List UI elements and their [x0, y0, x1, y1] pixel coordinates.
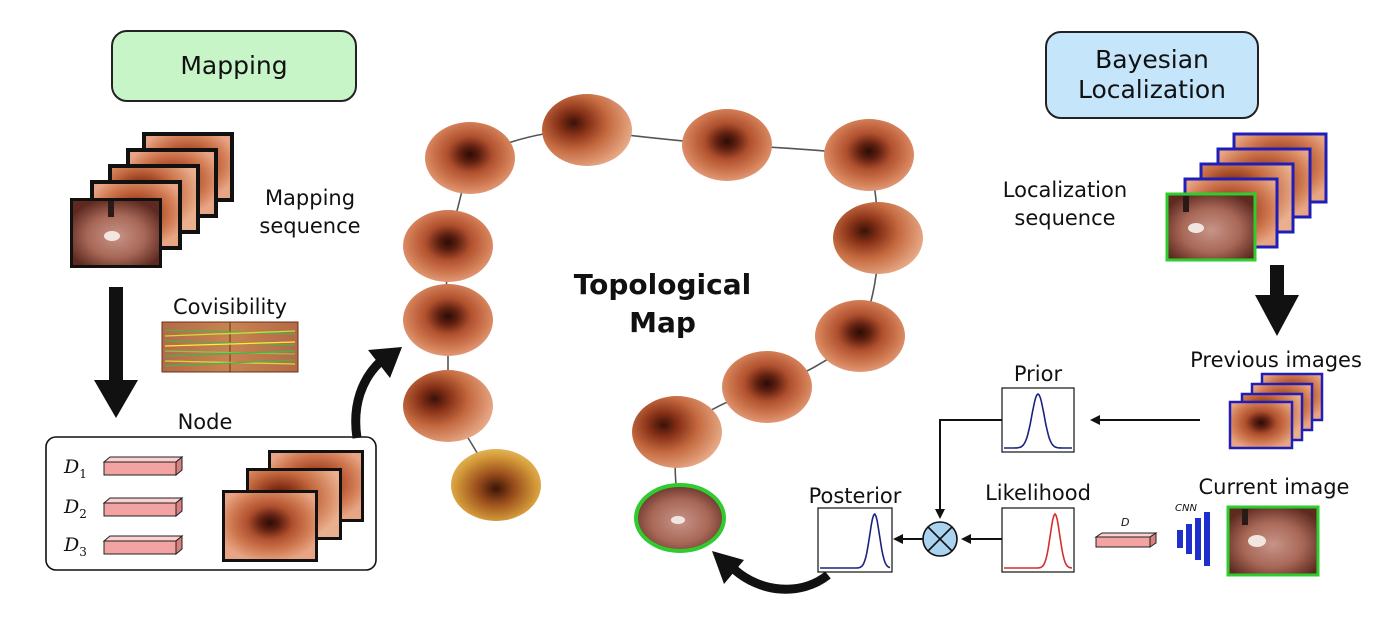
descriptor-label-3: D3 — [64, 534, 87, 559]
mapping-down-arrow — [94, 287, 138, 418]
map-nodes — [403, 94, 923, 553]
prior-curve — [1004, 392, 1072, 449]
map-node-8 — [632, 396, 722, 468]
current-image — [1226, 505, 1320, 577]
map-node-2 — [542, 94, 632, 166]
posterior-label: Posterior — [808, 484, 902, 508]
localization-down-arrow — [1255, 265, 1299, 336]
localization-descriptor-bar — [1094, 532, 1158, 548]
likelihood-label: Likelihood — [985, 481, 1091, 505]
map-node-1 — [425, 122, 515, 194]
localization-title-line1: Bayesian — [1095, 44, 1209, 74]
map-node-10 — [403, 284, 493, 356]
map-node-3 — [682, 109, 772, 181]
current-image-label: Current image — [1198, 475, 1350, 499]
map-node-12 — [451, 449, 541, 521]
likelihood-curve — [1004, 512, 1073, 569]
localization-descriptor-label: D — [1121, 516, 1130, 529]
map-node-9 — [403, 210, 493, 282]
map-node-current — [634, 483, 726, 553]
posterior-curve — [820, 512, 891, 569]
descriptor-bar-2 — [102, 496, 184, 518]
descriptor-bar-3 — [102, 534, 184, 556]
mapping-title-box: Mapping — [111, 30, 357, 102]
node-to-map-arrow — [351, 347, 402, 439]
likelihood-plot — [1001, 507, 1075, 573]
descriptor-bars — [102, 455, 184, 556]
localization-title-line2: Localization — [1077, 75, 1227, 104]
multiply-node — [922, 521, 958, 557]
descriptor-label-1: D1 — [64, 456, 87, 481]
map-node-4 — [824, 119, 914, 191]
prior-plot — [1001, 387, 1075, 453]
map-node-5 — [833, 202, 923, 274]
cnn-icon — [1177, 512, 1210, 566]
mapping-sequence-label: Mapping sequence — [259, 186, 361, 239]
previous-images-label: Previous images — [1190, 348, 1362, 372]
mapping-sequence-stack — [70, 132, 234, 268]
covisibility-label: Covisibility — [172, 295, 288, 319]
topological-map-title: Topological Map — [573, 268, 752, 339]
mapping-title: Mapping — [180, 50, 288, 80]
node-image-stack — [222, 450, 364, 562]
localization-sequence-label: Localization sequence — [1002, 178, 1128, 231]
map-node-11 — [403, 370, 493, 442]
descriptor-label-2: D2 — [64, 496, 87, 521]
localization-sequence-stack — [1165, 132, 1328, 262]
prior-to-multiply-arrow — [935, 419, 1002, 519]
covisibility-image — [161, 321, 299, 373]
localization-title-box: Bayesian Localization — [1045, 31, 1259, 119]
descriptor-bar-1 — [102, 455, 184, 477]
posterior-to-map-arrow — [712, 551, 831, 594]
prior-label: Prior — [1013, 362, 1063, 386]
previous-images-stack — [1228, 372, 1324, 450]
cnn-label: CNN — [1175, 503, 1197, 514]
map-node-6 — [815, 300, 905, 372]
node-label: Node — [177, 410, 233, 434]
posterior-plot — [817, 507, 893, 573]
map-node-7 — [722, 351, 812, 423]
